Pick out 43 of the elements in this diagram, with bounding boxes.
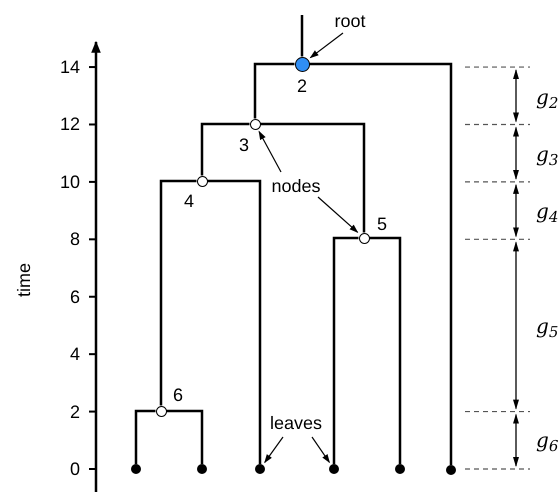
interval-label: g$_{4}$: [536, 201, 558, 221]
tree-branch: [254, 62, 294, 118]
callout-label: root: [334, 12, 366, 30]
node-number: 2: [297, 77, 307, 95]
tick-label: 6: [68, 288, 80, 306]
leader-arrow: [310, 32, 344, 58]
tree-branch: [208, 180, 262, 464]
tick-label: 2: [68, 402, 80, 421]
tick-label: 12: [58, 115, 80, 134]
tree-branch: [332, 236, 358, 464]
internal-node: [196, 176, 208, 186]
interval-label: g$_{2}$: [536, 87, 558, 107]
node-number: 5: [377, 215, 387, 233]
tick-label: 8: [68, 230, 80, 248]
callout-label: leaves: [270, 414, 322, 432]
tree-branch: [260, 122, 366, 232]
leader-arrow: [318, 196, 358, 233]
tree-branch: [370, 236, 402, 464]
tree-branch: [160, 180, 196, 406]
tick-label: 0: [68, 460, 80, 478]
tree-branch: [134, 410, 156, 464]
leader-arrow: [264, 436, 284, 464]
root-node: [294, 56, 310, 72]
leader-arrow: [258, 130, 282, 172]
internal-node: [358, 232, 370, 244]
tree-branch: [300, 15, 304, 56]
callout-label: nodes: [271, 177, 321, 195]
tree-branch: [200, 122, 250, 176]
internal-node: [156, 406, 166, 416]
axis-title: time: [15, 263, 33, 297]
interval-label: g$_{6}$: [536, 430, 558, 450]
tree-branch: [310, 62, 452, 465]
tree-branch: [166, 410, 204, 464]
node-number: 6: [173, 386, 183, 404]
tick-label: 4: [68, 345, 80, 364]
node-number: 4: [184, 192, 194, 210]
internal-node: [250, 118, 260, 130]
node-number: 3: [239, 136, 249, 154]
tick-label: 10: [58, 172, 80, 191]
interval-label: g$_{5}$: [536, 316, 558, 336]
leader-arrow: [312, 436, 330, 464]
interval-label: g$_{3}$: [536, 144, 558, 164]
tick-label: 14: [58, 58, 80, 76]
